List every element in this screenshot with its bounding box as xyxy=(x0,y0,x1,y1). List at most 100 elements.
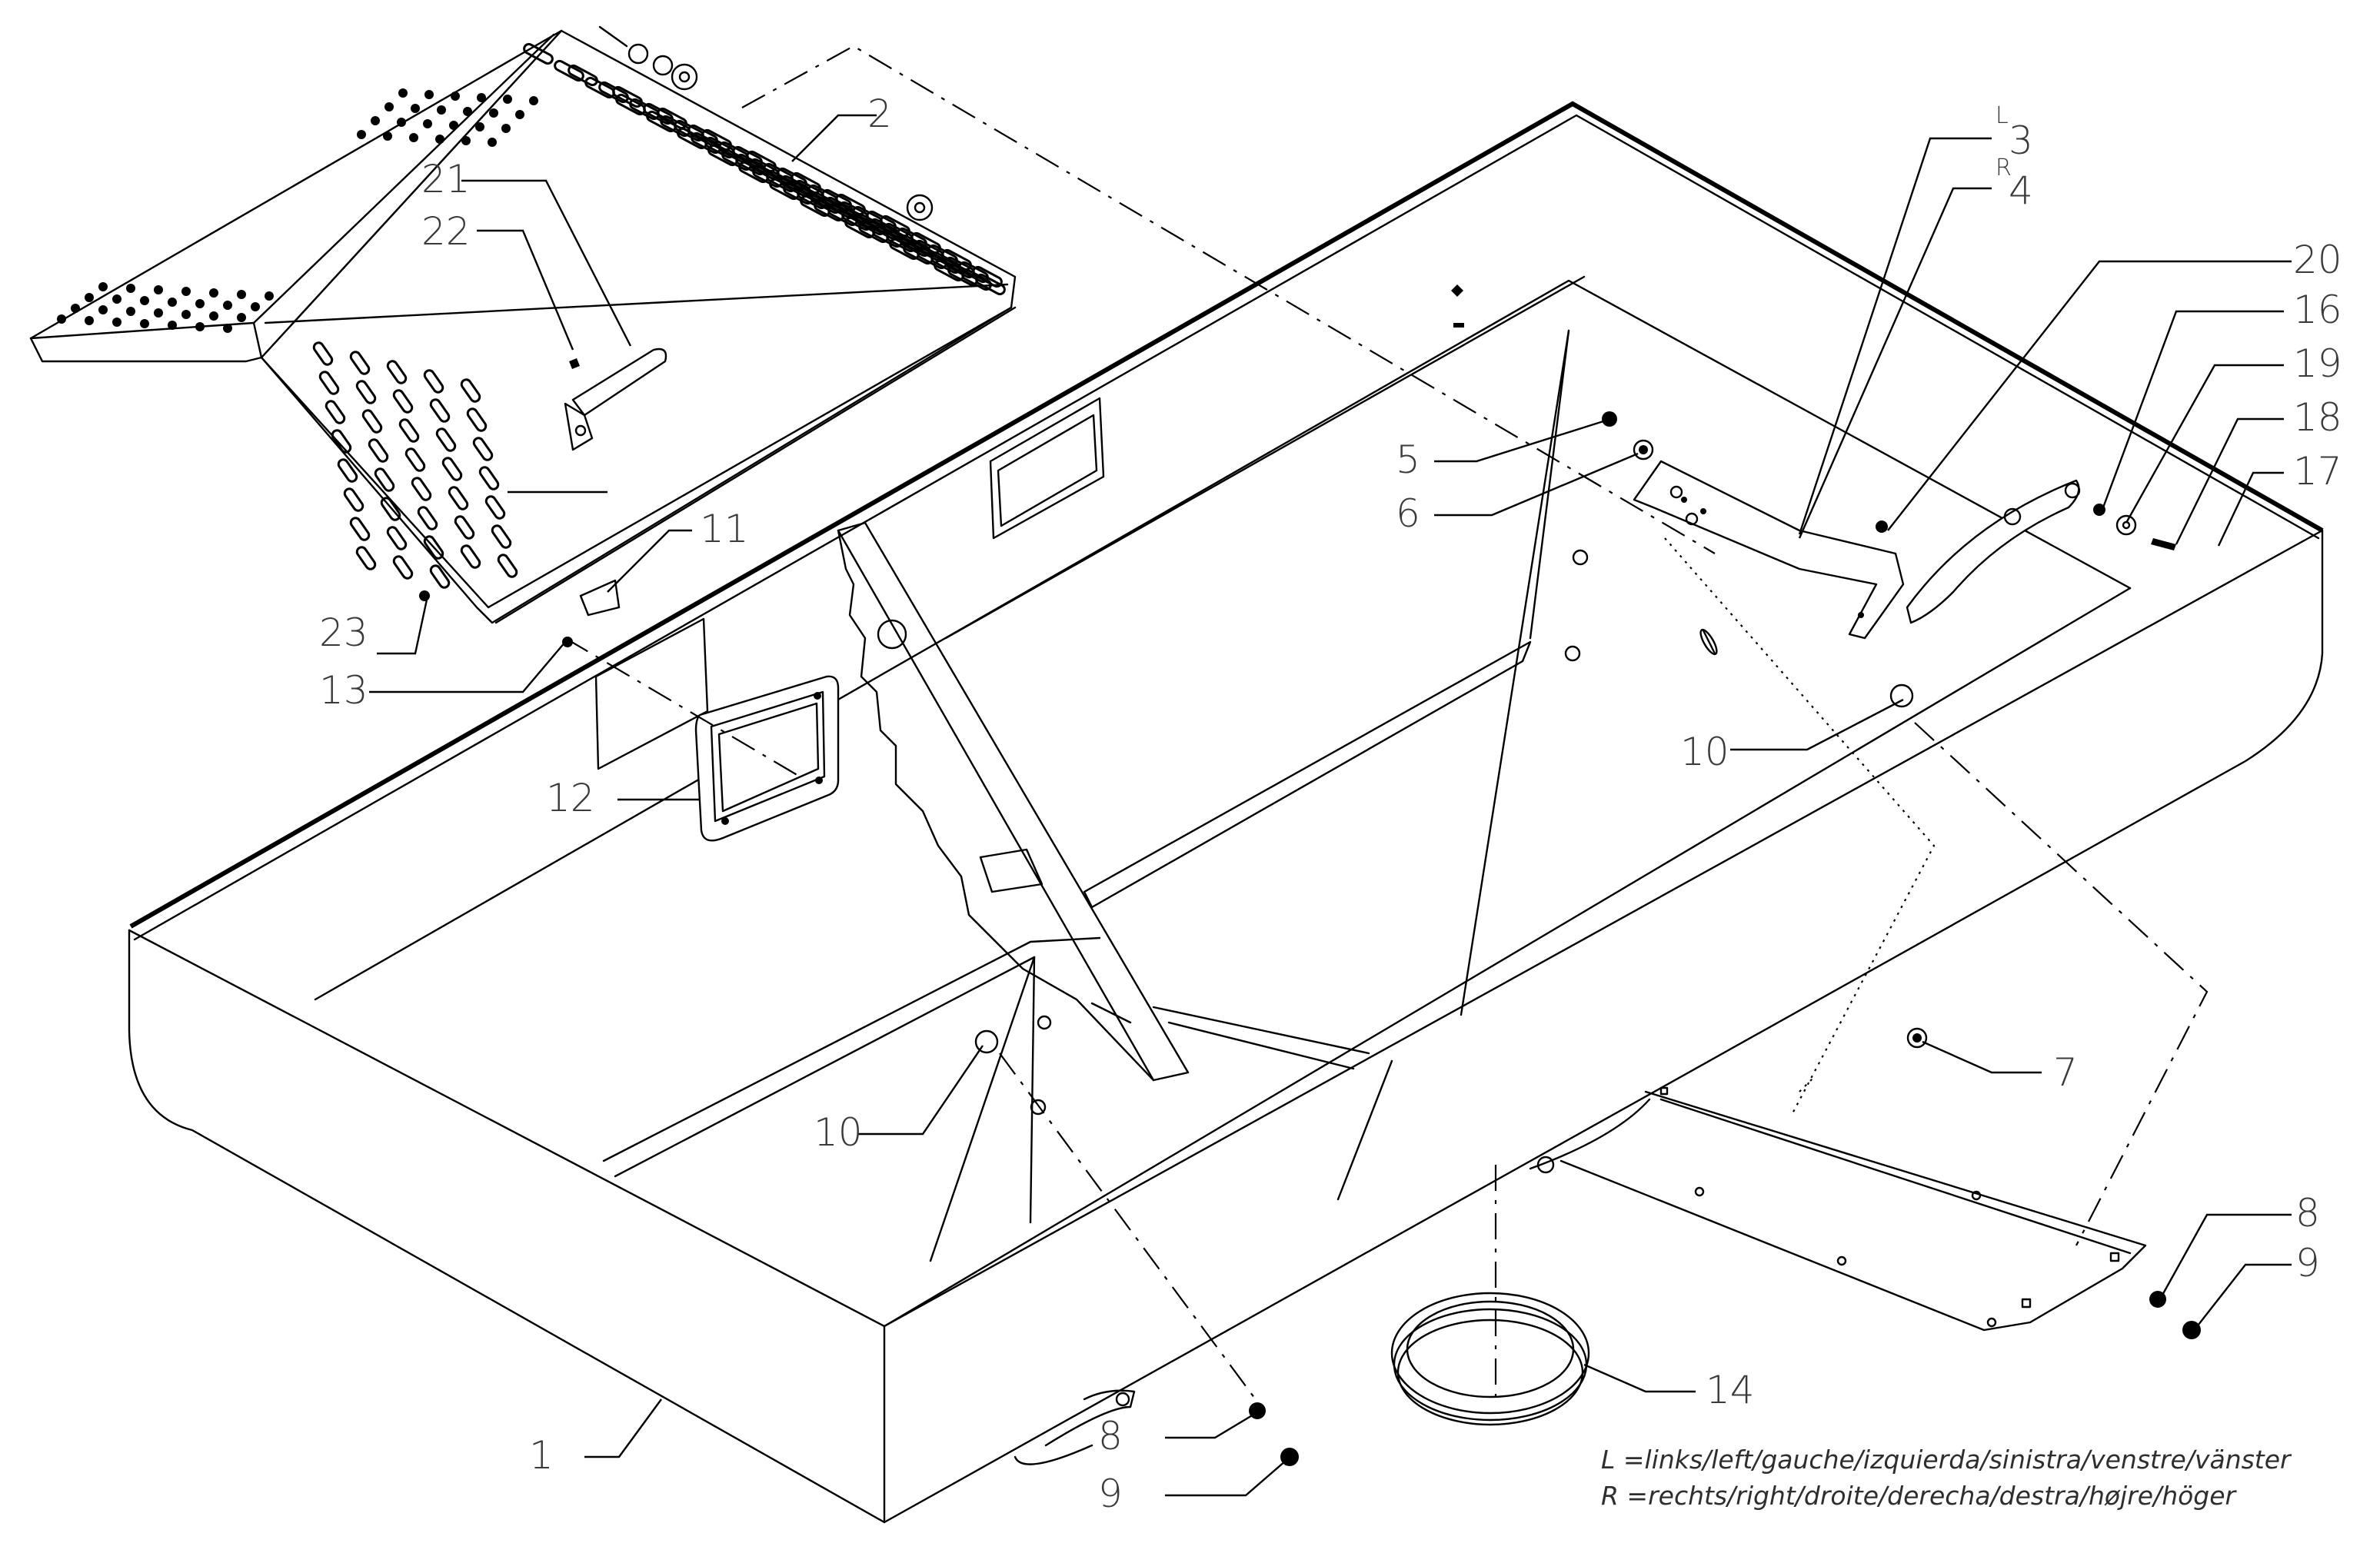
part-number-13: 13 xyxy=(319,668,368,713)
grate-perforation xyxy=(398,88,408,98)
part-number-11: 11 xyxy=(700,507,749,551)
grate-perforation xyxy=(195,322,205,331)
grate-perforation xyxy=(112,294,121,304)
side-plate xyxy=(1906,479,2081,624)
grate-perforation xyxy=(423,119,432,128)
grate-slot xyxy=(392,389,414,414)
grate-perforation xyxy=(57,314,66,324)
grate-slot-pattern xyxy=(57,42,1006,589)
leader-lines xyxy=(369,114,2292,1497)
grate-perforation xyxy=(168,321,177,330)
grate-perforation xyxy=(168,298,177,307)
grate-perforation xyxy=(409,133,418,142)
grate-slot xyxy=(312,341,334,366)
grate-slot xyxy=(355,546,377,570)
grate-perforation xyxy=(529,96,538,105)
grate-perforation xyxy=(265,291,274,301)
grate-slot xyxy=(889,238,920,261)
grate-slot xyxy=(331,429,352,454)
grate-perforation xyxy=(461,136,471,145)
grate-slot xyxy=(318,371,340,395)
part-number-8-left: 8 xyxy=(1098,1414,1123,1458)
grate-perforation xyxy=(397,118,406,127)
grate-perforation xyxy=(154,308,163,318)
grate-slot xyxy=(435,427,457,452)
fasteners-bottom xyxy=(419,590,2201,1466)
grate-slot xyxy=(448,486,469,510)
grate-slot xyxy=(368,438,389,463)
grate-perforation xyxy=(223,324,232,333)
part-number-7: 7 xyxy=(2053,1050,2078,1095)
grate-slot xyxy=(337,458,358,483)
grate-slot xyxy=(466,407,488,432)
grate-slot xyxy=(707,144,738,167)
part-number-9-right: 9 xyxy=(2295,1241,2320,1285)
grate-slot xyxy=(374,467,395,492)
grate-slot xyxy=(554,59,584,82)
grate-slot xyxy=(497,554,518,578)
grate-slot xyxy=(738,161,769,184)
grate-perforation xyxy=(98,305,108,314)
part-number-21: 21 xyxy=(421,157,471,201)
grate-slot xyxy=(478,466,500,491)
grate-perforation xyxy=(195,299,205,308)
grate-slot xyxy=(934,259,964,282)
hopper-divider-plate xyxy=(837,521,1190,1082)
grate-slot xyxy=(423,535,444,560)
grate-slot xyxy=(417,506,438,530)
legend-left: L =links/left/gauche/izquierda/sinistra/… xyxy=(1601,1445,2292,1475)
inspection-window xyxy=(594,617,840,842)
grate-slot xyxy=(441,457,463,481)
grate-perforation xyxy=(451,91,460,101)
assembly-centerlines xyxy=(564,45,2209,1408)
part-number-5: 5 xyxy=(1396,437,1420,482)
grate-slot xyxy=(584,76,615,99)
grate-slot xyxy=(615,93,646,116)
grate-slot xyxy=(398,418,420,443)
grate-slot xyxy=(386,360,408,384)
grate-slot xyxy=(769,178,800,201)
grate-perforation xyxy=(515,110,524,119)
part-number-3: 3 xyxy=(2009,118,2033,163)
side-letter-L: L xyxy=(1996,102,2009,129)
hopper-body xyxy=(128,101,2324,1524)
part-number-8-right: 8 xyxy=(2295,1191,2320,1235)
grate-perforation xyxy=(501,124,511,133)
part-number-12: 12 xyxy=(546,776,595,820)
grate-slot xyxy=(523,42,554,65)
grate-perforation xyxy=(383,131,392,141)
grate-slot xyxy=(380,497,401,521)
grate-slot xyxy=(355,380,377,404)
part-number-19: 19 xyxy=(2293,341,2342,386)
part-numbers: 2 21 22 11 23 13 12 L 3 R 4 20 16 19 18 … xyxy=(319,91,2342,1516)
part-number-20: 20 xyxy=(2293,238,2342,282)
grate-perforation xyxy=(488,138,497,147)
grate-slot xyxy=(349,351,371,375)
grate-perforation xyxy=(371,116,380,125)
grate-perforation xyxy=(503,95,512,104)
part-number-6: 6 xyxy=(1396,491,1420,536)
mounting-bracket xyxy=(1633,460,1905,640)
grate-slot xyxy=(844,216,875,239)
part-number-16: 16 xyxy=(2293,288,2342,332)
part-number-2: 2 xyxy=(867,91,892,136)
grate-perforation xyxy=(209,311,218,321)
grate-perforation xyxy=(237,313,246,322)
part-number-17: 17 xyxy=(2293,449,2342,494)
part-number-14: 14 xyxy=(1706,1368,1755,1412)
grate-slot xyxy=(646,110,677,133)
grate-slot xyxy=(343,487,364,512)
grate-perforation xyxy=(477,93,486,102)
grate-slot xyxy=(349,517,371,541)
grate-perforation xyxy=(181,310,191,319)
part-number-10-left: 10 xyxy=(814,1110,863,1155)
grate-slot xyxy=(800,195,831,218)
grate-slot xyxy=(460,544,481,569)
spreader-chute xyxy=(1014,1086,2147,1465)
grate-perforation xyxy=(98,282,108,291)
grate-slot xyxy=(484,495,506,520)
part-number-22: 22 xyxy=(421,209,471,254)
part-number-9-left: 9 xyxy=(1098,1472,1123,1516)
part-number-1: 1 xyxy=(529,1433,554,1478)
grate-perforation xyxy=(126,284,135,293)
